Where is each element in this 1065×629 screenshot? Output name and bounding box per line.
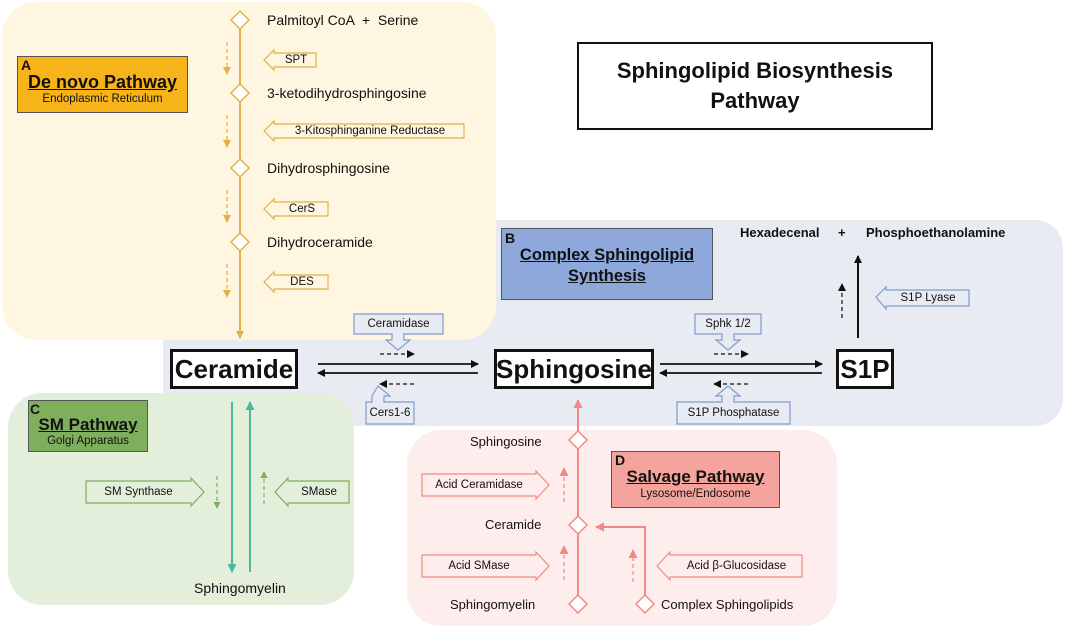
metabolite-dihydroceramide: Dihydroceramide [267,234,373,250]
salvage-diamonds [567,429,656,615]
metabolite-complex-sphingolipids: Complex Sphingolipids [661,597,794,612]
denovo-diamonds [229,9,251,253]
sm-dashed-arrows [213,471,268,509]
metabolite-ceramide-salvage: Ceramide [485,517,542,532]
sm-enzyme-shapes [85,476,350,508]
complex-title-box: Complex Sphingolipid Synthesis [501,228,713,300]
diagram-title-box: Sphingolipid Biosynthesis Pathway [577,42,933,130]
complex-letter: B [505,230,516,246]
enzyme-cers1-6: Cers1-6 [369,407,411,419]
node-s1p: S1P [836,349,894,389]
enzyme-spt: SPT [284,54,308,66]
salvage-letter: D [615,452,626,468]
sm-letter: C [30,401,41,417]
denovo-title: De novo Pathway [27,72,178,92]
product-plus: + [838,225,846,240]
small-dashed-arrows [379,283,846,388]
sm-title-box: SM Pathway Golgi Apparatus [28,400,148,452]
metabolite-ketodihydrosphingosine: 3-ketodihydrosphingosine [267,85,427,101]
enzyme-acid-smase: Acid SMase [448,560,510,572]
salvage-title-box: Salvage Pathway Lysosome/Endosome [611,451,780,508]
metabolite-dihydrosphingosine: Dihydrosphingosine [267,160,390,176]
node-ceramide: Ceramide [170,349,298,389]
enzyme-kitosphinganine-reductase: 3-Kitosphinganine Reductase [294,125,446,137]
diagram-title-line2: Pathway [710,88,800,113]
metabolite-sphingomyelin-salvage: Sphingomyelin [450,597,536,612]
enzyme-ceramidase: Ceramidase [367,318,430,330]
enzyme-s1p-phosphatase: S1P Phosphatase [687,407,780,419]
enzyme-sphk: Sphk 1/2 [705,318,751,330]
product-phosphoethanolamine: Phosphoethanolamine [866,225,1006,240]
enzyme-sm-synthase: SM Synthase [104,486,173,498]
denovo-enzyme-shapes [263,48,465,294]
denovo-letter-overlay: A [21,57,32,73]
product-hexadecenal: Hexadecenal [740,225,820,240]
enzyme-acid-ceramidase: Acid Ceramidase [435,479,523,491]
salvage-branch-line [595,522,646,595]
enzyme-smase: SMase [301,486,337,498]
main-reaction-arrows [317,255,862,377]
metabolite-sphingomyelin-sm: Sphingomyelin [194,580,286,596]
enzyme-cers-denovo: CerS [288,203,316,215]
complex-title-line2: Synthesis [568,267,646,285]
salvage-subtitle: Lysosome/Endosome [640,488,751,500]
complex-enzyme-shapes [353,285,970,425]
sm-title: SM Pathway [38,415,138,434]
enzyme-s1p-lyase: S1P Lyase [900,292,956,304]
sm-subtitle: Golgi Apparatus [47,435,129,447]
complex-title-line1: Complex Sphingolipid [519,246,695,264]
node-sphingosine: Sphingosine [494,349,654,389]
denovo-title-box: De novo Pathway Endoplasmic Reticulum [17,56,188,113]
enzyme-des: DES [290,276,314,288]
metabolite-sphingosine-salvage: Sphingosine [470,434,542,449]
denovo-subtitle: Endoplasmic Reticulum [42,93,163,105]
enzyme-acid-glucosidase: Acid β-Glucosidase [686,560,787,572]
salvage-title: Salvage Pathway [626,467,765,486]
metabolite-palmitoyl-serine: Palmitoyl CoA + Serine [267,12,419,28]
salvage-dashed-arrows [559,467,638,582]
salvage-enzyme-shapes [421,469,803,582]
diagram-title-line1: Sphingolipid Biosynthesis [616,58,894,83]
